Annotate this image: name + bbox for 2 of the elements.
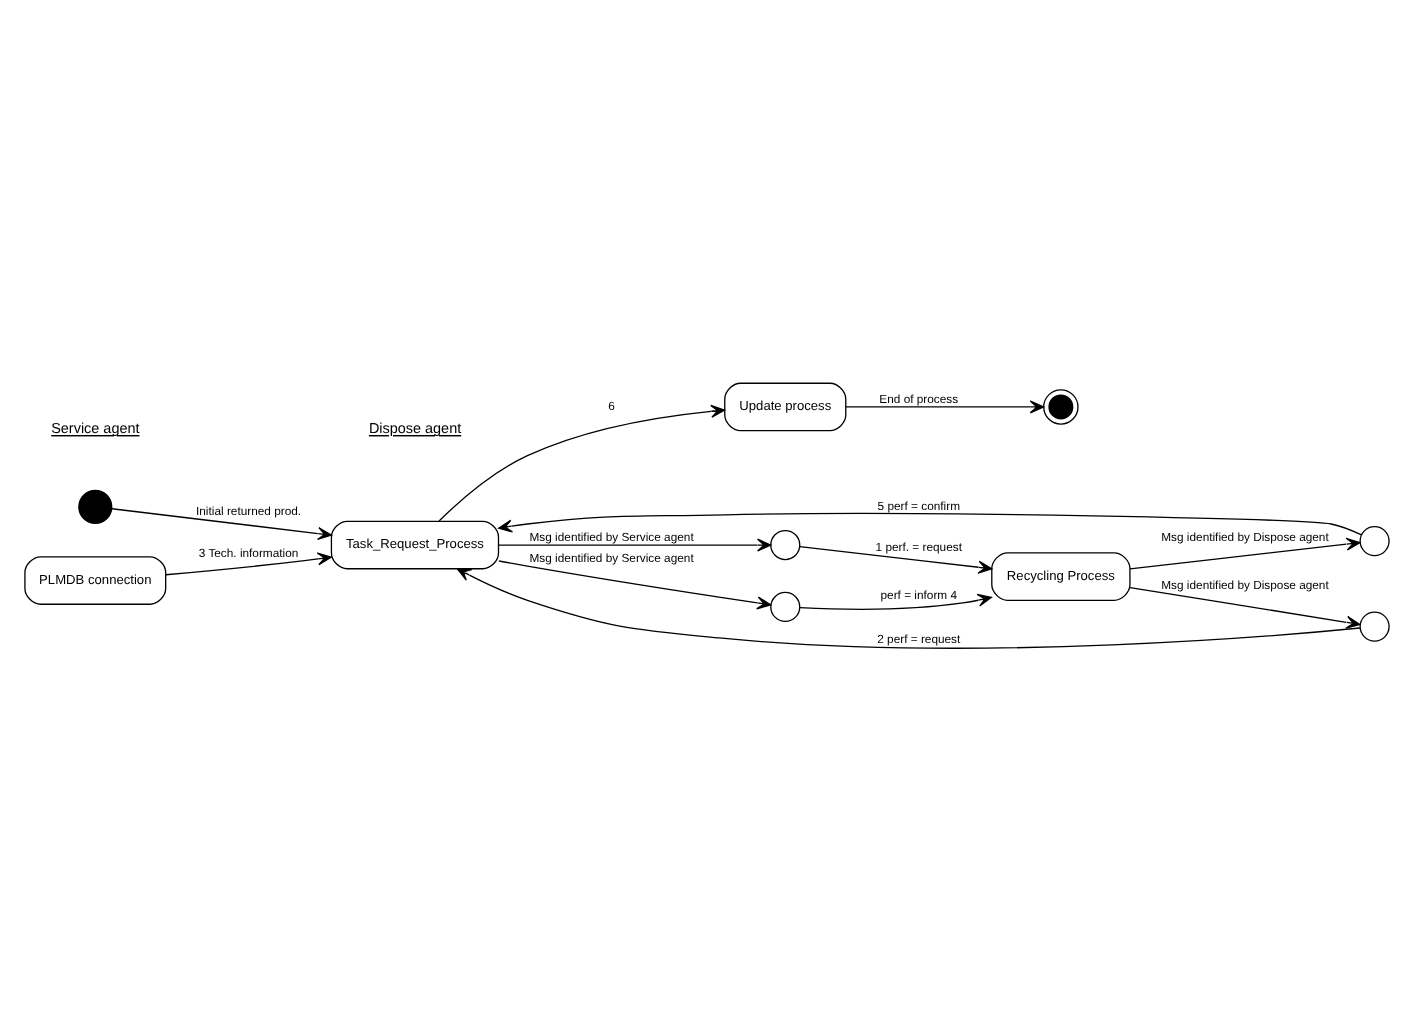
label: Dispose agent xyxy=(368,418,462,437)
label: Service agent xyxy=(51,418,140,437)
